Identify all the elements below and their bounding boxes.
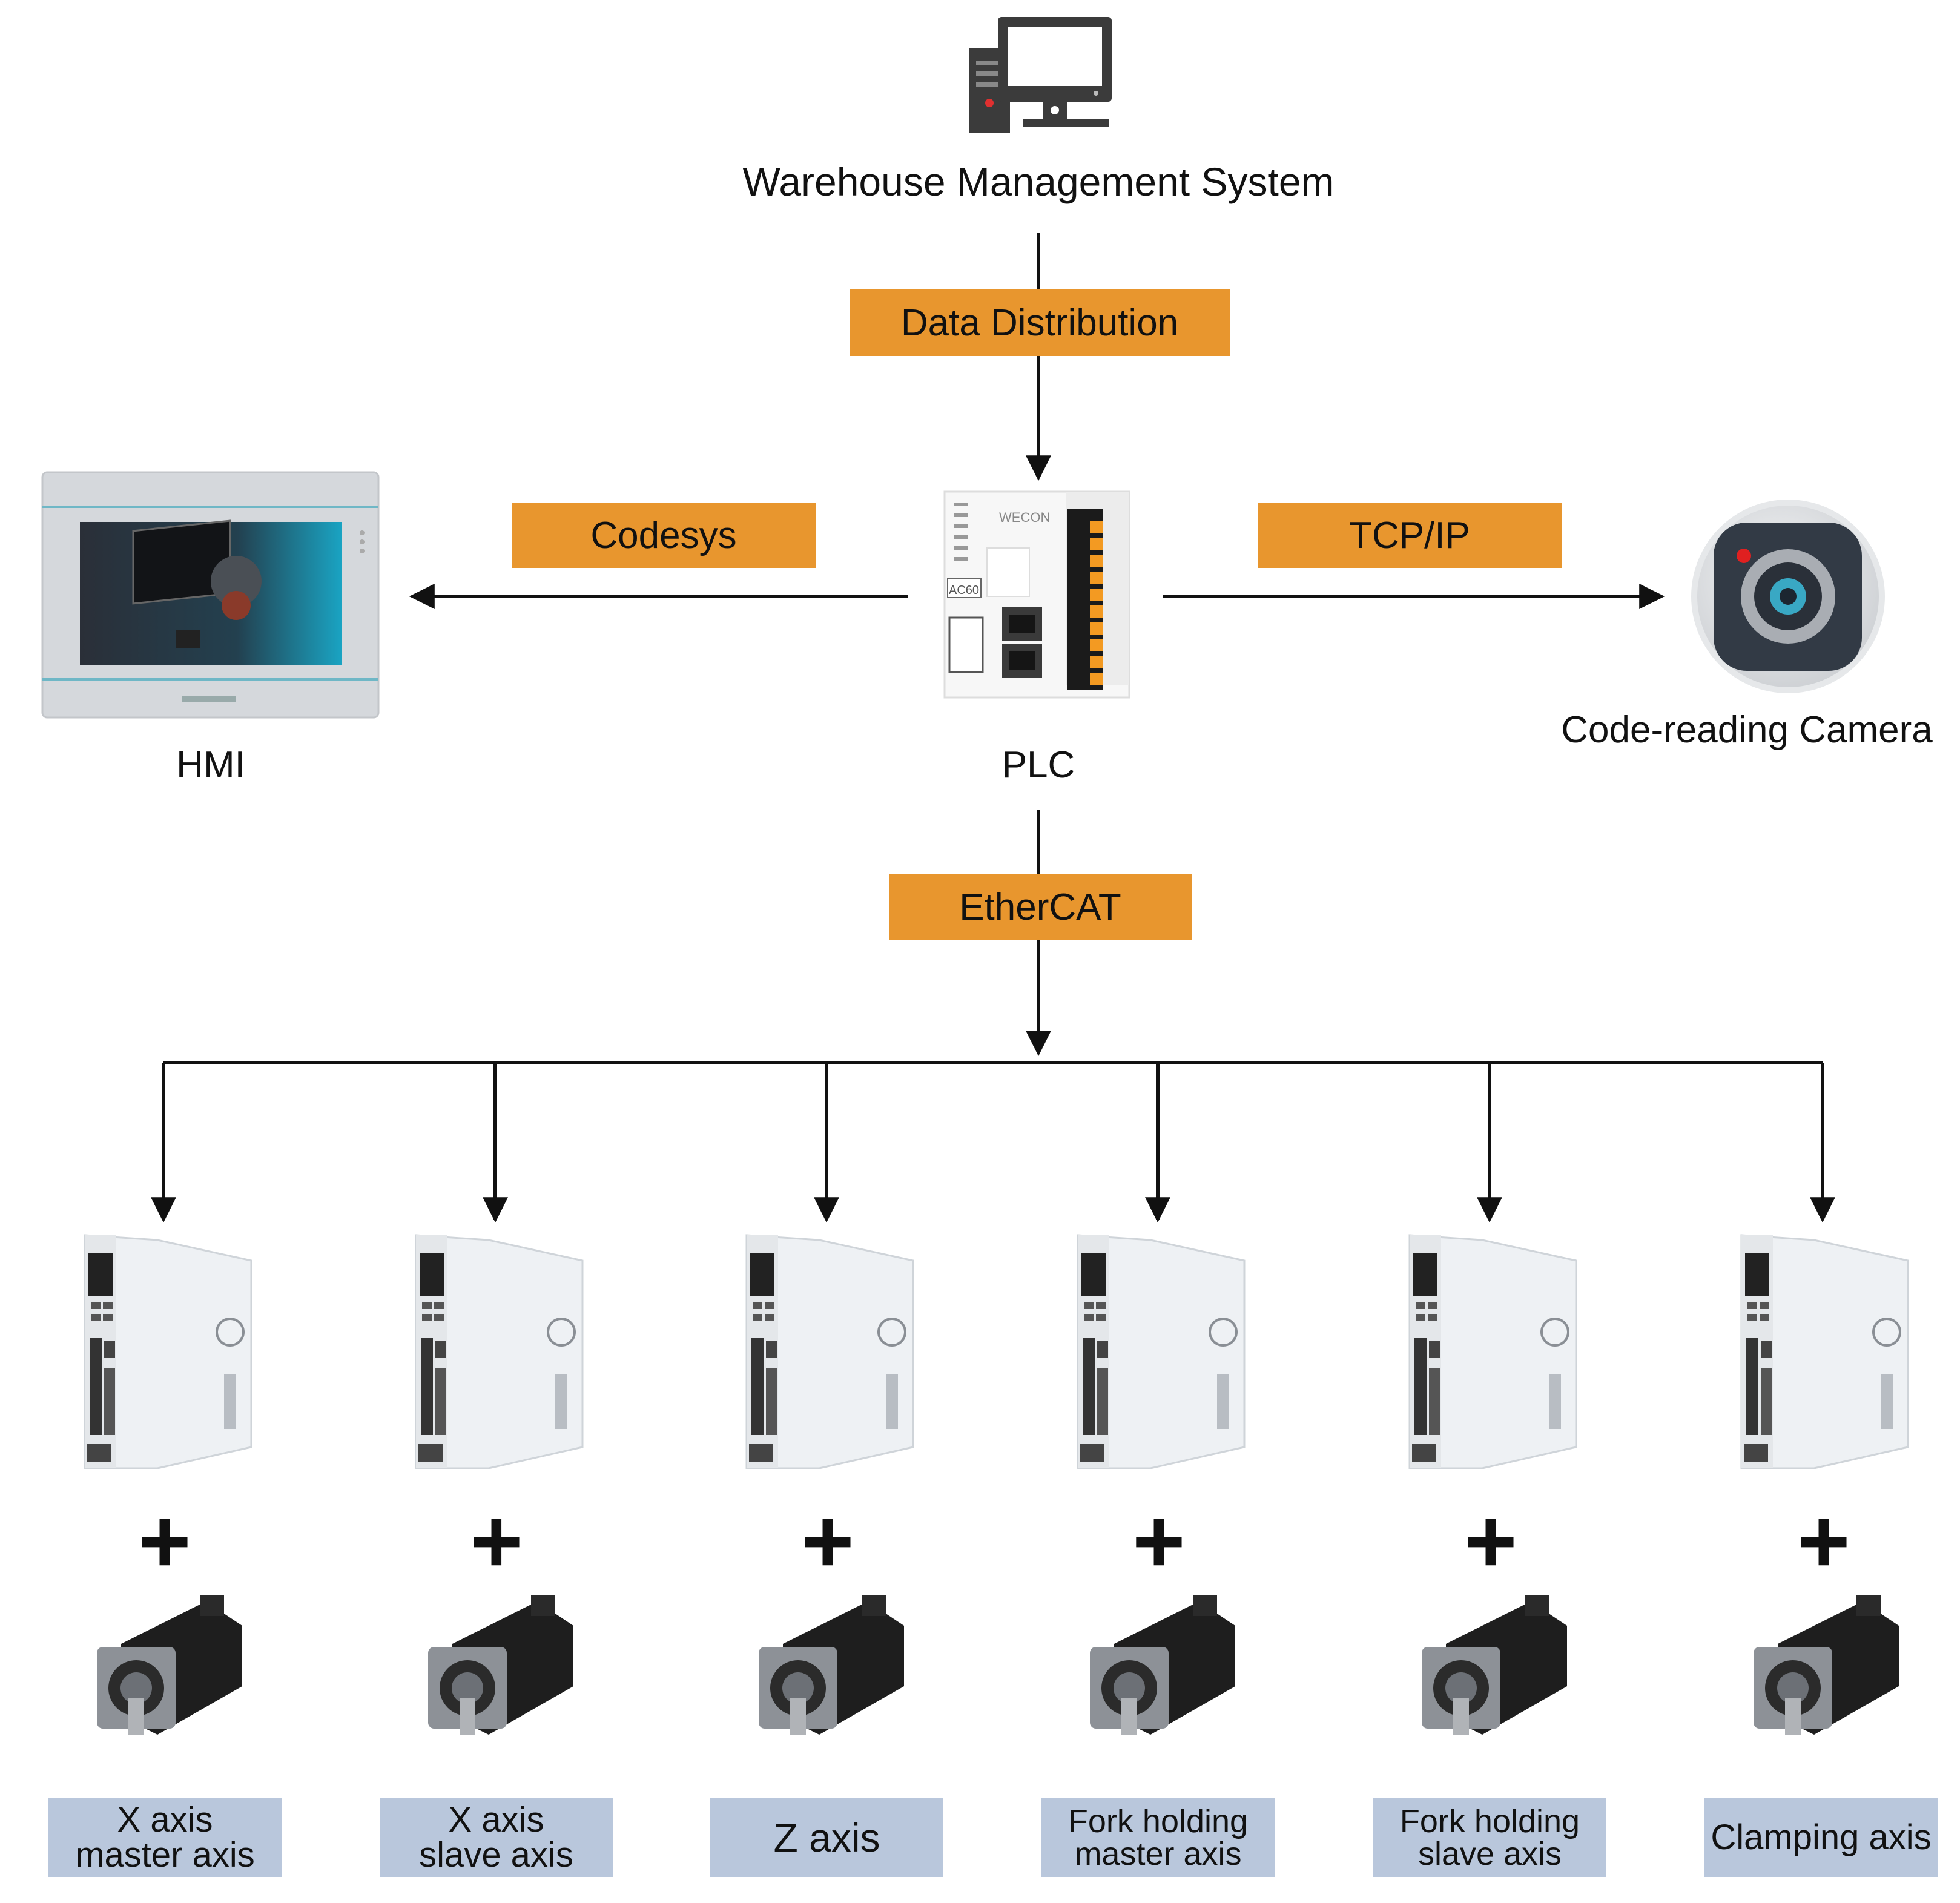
axis-box-line-1: Clamping axis — [1711, 1818, 1932, 1857]
servo-motor-icon — [1422, 1595, 1567, 1735]
plus-sign: + — [1132, 1490, 1186, 1592]
axis-box-line-1: Z axis — [773, 1815, 880, 1860]
axis-box-x-slave: X axis slave axis — [380, 1798, 613, 1877]
servo-drive-icon — [745, 1234, 914, 1469]
axis-box-line-2: master axis — [1074, 1836, 1242, 1872]
wms-label: Warehouse Management System — [742, 159, 1335, 204]
connectors — [151, 233, 1835, 1223]
axis-box-line-1: Fork holding — [1399, 1803, 1580, 1839]
servo-motor-icon — [759, 1595, 904, 1735]
ethercat-box: EtherCAT — [889, 874, 1192, 940]
plus-sign: + — [801, 1490, 854, 1592]
axis-box-line-1: X axis — [448, 1800, 544, 1839]
axis-box-z: Z axis — [710, 1798, 943, 1877]
servo-motor-icon — [97, 1595, 242, 1735]
servo-motors — [97, 1595, 1899, 1735]
plc-brand-logo: WECON — [999, 510, 1050, 525]
servo-drive-icon — [1740, 1234, 1909, 1469]
axis-box-line-1: Fork holding — [1067, 1803, 1249, 1839]
axis-box-x-master: X axis master axis — [48, 1798, 282, 1877]
axis-box-fork-slave: Fork holding slave axis — [1373, 1798, 1606, 1877]
plc-model-label: AC60 — [949, 584, 979, 597]
axis-box-line-2: slave axis — [1417, 1836, 1562, 1872]
camera-label: Code-reading Camera — [1561, 709, 1933, 751]
hmi-panel-icon — [41, 471, 380, 719]
plus-sign: + — [1464, 1490, 1517, 1592]
plus-sign: + — [1797, 1490, 1850, 1592]
camera-icon — [1691, 500, 1885, 693]
servo-drives — [84, 1234, 1909, 1469]
servo-motor-icon — [1090, 1595, 1235, 1735]
axis-box-clamping: Clamping axis — [1704, 1798, 1938, 1877]
servo-motor-icon — [1754, 1595, 1899, 1735]
servo-drive-icon — [415, 1234, 584, 1469]
servo-drive-icon — [1077, 1234, 1246, 1469]
servo-motor-icon — [428, 1595, 573, 1735]
axis-box-fork-master: Fork holding master axis — [1041, 1798, 1275, 1877]
computer-icon — [969, 17, 1112, 133]
axis-box-line-2: master axis — [75, 1835, 255, 1875]
servo-drive-icon — [84, 1234, 252, 1469]
plus-sign: + — [470, 1490, 523, 1592]
data-distribution-box: Data Distribution — [850, 289, 1230, 356]
hmi-label: HMI — [176, 744, 245, 786]
plc-label: PLC — [1001, 744, 1075, 786]
plus-sign: + — [138, 1490, 191, 1592]
servo-drive-icon — [1408, 1234, 1577, 1469]
plc-device-icon — [943, 490, 1130, 699]
axis-box-line-1: X axis — [117, 1800, 213, 1839]
axis-box-line-2: slave axis — [419, 1835, 573, 1875]
codesys-box: Codesys — [512, 503, 816, 568]
tcpip-box: TCP/IP — [1258, 503, 1562, 568]
